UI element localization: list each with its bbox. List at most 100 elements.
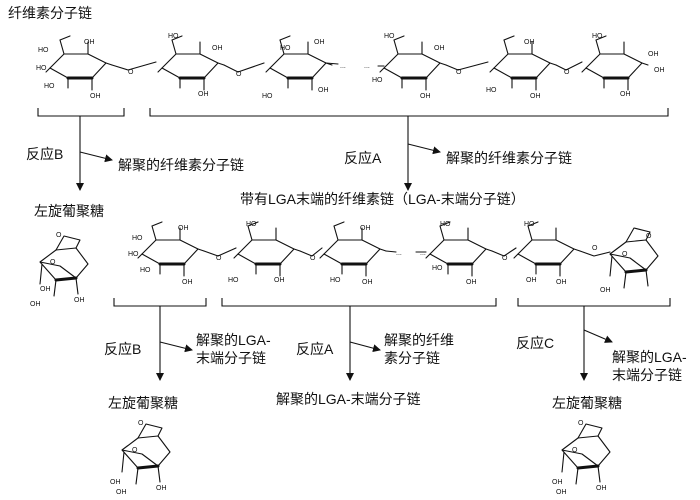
svg-text:O: O	[572, 447, 578, 454]
reaction-b-label-top: 反应B	[26, 146, 63, 162]
cellulose-chain-title: 纤维素分子链	[8, 5, 92, 21]
hydroxyl-label: HO	[36, 65, 47, 72]
hydroxyl-label: HO	[384, 33, 395, 40]
depoly-lga-line1-b: 解聚的LGA-	[196, 332, 271, 348]
chain-ellipsis: ...	[420, 250, 426, 257]
svg-text:HO: HO	[432, 265, 443, 272]
hydroxyl-label: OH	[420, 93, 431, 100]
linkage-oxygen: O	[502, 255, 508, 262]
hydroxyl-label: HO	[38, 47, 49, 54]
svg-text:HO: HO	[440, 221, 451, 228]
svg-text:OH: OH	[556, 489, 567, 496]
svg-text:OH: OH	[156, 485, 167, 492]
bracket-right-middle	[517, 298, 671, 307]
svg-text:OH: OH	[116, 489, 127, 496]
svg-text:OH: OH	[40, 286, 51, 293]
linkage-oxygen: O	[236, 71, 242, 78]
reaction-c-side-arrow	[583, 329, 613, 343]
chain-ellipsis: ...	[396, 250, 402, 257]
svg-text:OH: OH	[552, 479, 563, 486]
svg-text:OH: OH	[556, 279, 567, 286]
svg-text:O: O	[138, 420, 144, 427]
svg-text:O: O	[622, 251, 628, 258]
linkage-oxygen: O	[216, 255, 222, 262]
svg-text:O: O	[50, 259, 56, 266]
depoly-lga-line2-c: 末端分子链	[612, 367, 682, 383]
bracket-left-middle	[113, 298, 207, 307]
svg-text:HO: HO	[132, 235, 143, 242]
svg-text:HO: HO	[246, 221, 257, 228]
hydroxyl-label: HO	[262, 93, 273, 100]
reaction-b2-side-arrow	[159, 341, 193, 353]
svg-text:OH: OH	[274, 277, 285, 284]
hydroxyl-label: HO	[592, 33, 603, 40]
reaction-b-label-middle: 反应B	[104, 341, 141, 357]
svg-text:OH: OH	[74, 297, 85, 304]
svg-text:OH: OH	[596, 485, 607, 492]
hydroxyl-label: HO	[372, 77, 383, 84]
svg-text:HO: HO	[228, 277, 239, 284]
svg-text:OH: OH	[526, 277, 537, 284]
linkage-oxygen: O	[128, 69, 134, 76]
levoglucosan-label-2: 左旋葡聚糖	[108, 395, 178, 411]
reaction-c-label: 反应C	[516, 335, 554, 351]
hydroxyl-label: OH	[434, 45, 445, 52]
bracket-center-middle	[221, 298, 497, 307]
bracket-left-top	[37, 108, 125, 117]
svg-text:O: O	[56, 232, 62, 239]
svg-text:O: O	[646, 233, 652, 240]
linkage-oxygen: O	[456, 69, 462, 76]
svg-text:HO: HO	[524, 221, 535, 228]
lga-chain-title: 带有LGA末端的纤维素链（LGA-末端分子链）	[240, 191, 525, 207]
svg-text:OH: OH	[110, 479, 121, 486]
reaction-a-label-middle: 反应A	[296, 341, 334, 357]
svg-text:OH: OH	[30, 301, 41, 308]
linkage-oxygen: O	[310, 255, 316, 262]
hydroxyl-label: OH	[620, 91, 631, 98]
hydroxyl-label: OH	[530, 93, 541, 100]
hydroxyl-label: OH	[314, 39, 325, 46]
linkage-oxygen: O	[592, 245, 598, 252]
svg-text:OH: OH	[360, 225, 371, 232]
levoglucosan-structure-2: O O OH OH OH	[110, 420, 172, 496]
depolymerized-cellulose-label-a: 解聚的纤维素分子链	[446, 150, 572, 166]
lga-end-chain-structure: O O O O ... ... HO HO HO OH OH HO OH HO …	[128, 220, 660, 294]
depoly-cell-line1: 解聚的纤维	[384, 332, 454, 348]
levoglucosan-label-3: 左旋葡聚糖	[552, 395, 622, 411]
reaction-a-side-arrow	[407, 143, 441, 155]
svg-text:OH: OH	[362, 279, 373, 286]
hydroxyl-label: OH	[648, 51, 659, 58]
hydroxyl-label: HO	[168, 33, 179, 40]
svg-text:HO: HO	[330, 277, 341, 284]
hydroxyl-label: OH	[524, 39, 535, 46]
levoglucosan-structure-3: O O OH OH OH	[552, 420, 612, 496]
svg-text:OH: OH	[178, 225, 189, 232]
hydroxyl-label: OH	[654, 67, 665, 74]
depoly-lga-line2-b: 末端分子链	[196, 350, 266, 366]
hydroxyl-label: HO	[280, 45, 291, 52]
hydroxyl-label: OH	[318, 87, 329, 94]
linkage-oxygen: O	[564, 69, 570, 76]
cellulose-chain-structure: O O O O ... ... HO HO HO OH OH HO OH OH …	[36, 33, 665, 100]
reaction-a-label-top: 反应A	[344, 150, 382, 166]
levoglucosan-label-1: 左旋葡聚糖	[34, 203, 104, 219]
svg-text:O: O	[578, 420, 584, 427]
reaction-b-side-arrow	[79, 151, 113, 163]
depoly-lga-chain-label: 解聚的LGA-末端分子链	[276, 391, 421, 407]
svg-text:OH: OH	[466, 279, 477, 286]
depoly-cell-line2: 素分子链	[384, 350, 440, 366]
hydroxyl-label: HO	[44, 83, 55, 90]
levoglucosan-structure-1: O O OH OH OH	[30, 232, 90, 308]
hydroxyl-label: OH	[90, 93, 101, 100]
chain-ellipsis: ...	[364, 63, 370, 70]
svg-text:HO: HO	[140, 267, 151, 274]
hydroxyl-label: OH	[84, 39, 95, 46]
svg-text:OH: OH	[182, 279, 193, 286]
svg-text:OH: OH	[600, 287, 611, 294]
bracket-right-top	[149, 108, 669, 117]
hydroxyl-label: OH	[212, 45, 223, 52]
svg-text:O: O	[132, 447, 138, 454]
chain-ellipsis: ...	[340, 63, 346, 70]
